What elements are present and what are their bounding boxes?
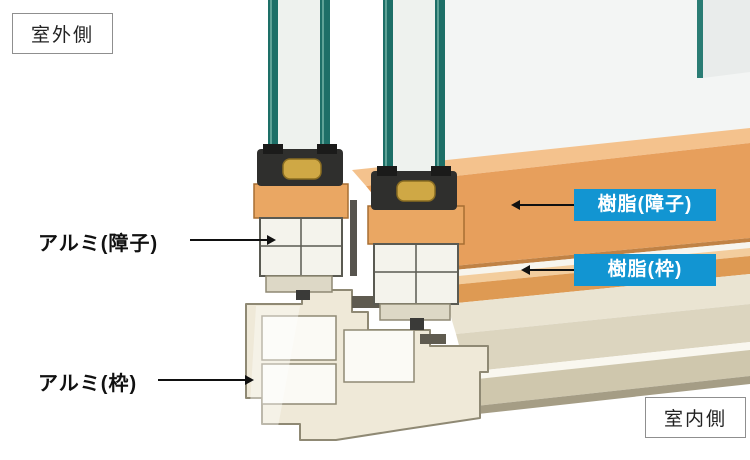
- aluminum-sash-arrowhead-icon: [267, 235, 276, 245]
- outdoor-side-label: 室外側: [12, 13, 114, 54]
- aluminum-frame-label: アルミ(枠): [38, 373, 138, 395]
- aluminum-frame-front: [447, 274, 750, 414]
- aluminum-frame-part: [245, 289, 489, 441]
- aluminum-frame-arrowhead-icon: [245, 375, 254, 385]
- indoor-side-label: 室内側: [645, 397, 747, 438]
- glass-panes: [268, 0, 445, 184]
- aluminum-sash-part: [253, 183, 349, 300]
- aluminum-sash-leader-line: [190, 239, 268, 241]
- resin-sash-leader-line: [520, 204, 574, 206]
- resin-frame-leader-line: [530, 269, 574, 271]
- resin-frame-arrowhead-icon: [521, 265, 530, 275]
- resin-sash-arrowhead-icon: [511, 200, 520, 210]
- aluminum-sash-label: アルミ(障子): [38, 233, 159, 255]
- aluminum-frame-leader-line: [158, 379, 246, 381]
- resin-sash-label: 樹脂(障子): [574, 189, 716, 221]
- resin-frame-label: 樹脂(枠): [574, 254, 716, 286]
- inner-sash-part: [350, 200, 465, 330]
- front-glass: [445, 0, 750, 176]
- glazing-channel-spacers: [257, 144, 457, 210]
